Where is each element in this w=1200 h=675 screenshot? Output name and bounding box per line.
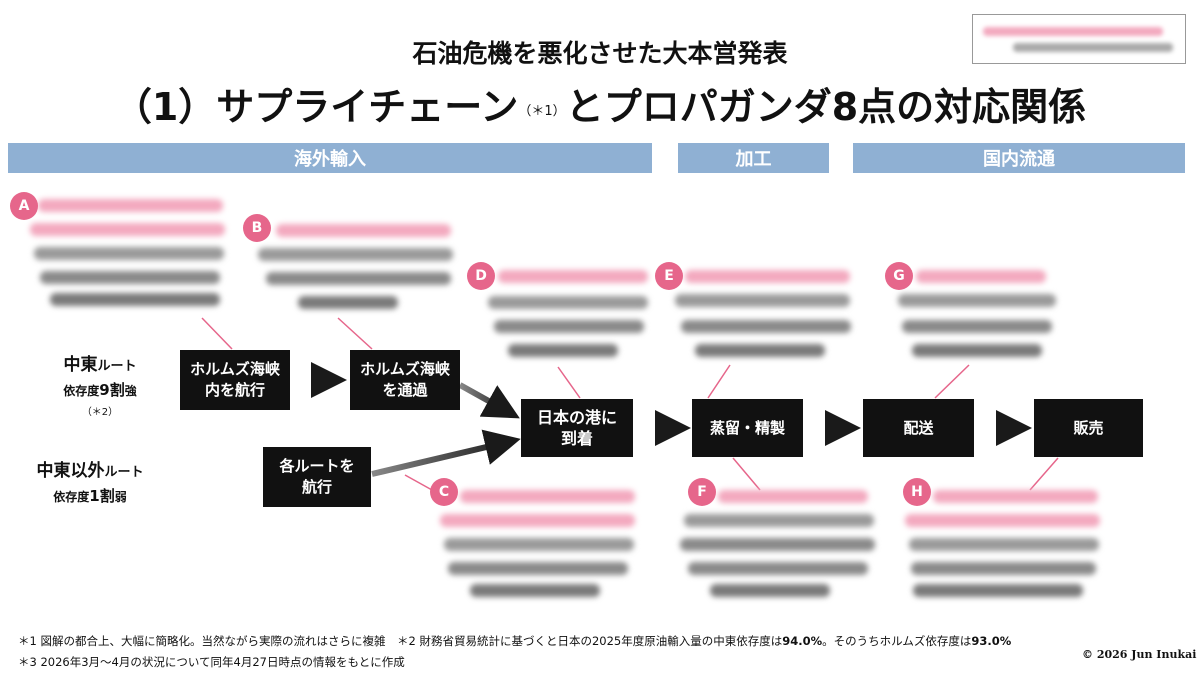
callout-text-f-redacted [680, 484, 880, 602]
route-me-title: 中東 [63, 355, 98, 375]
badge-d: D [467, 262, 495, 290]
box-each-route: 各ルートを 航行 [263, 447, 371, 507]
footnote-1: ＊1 図解の都合上、大幅に簡略化。当然ながら実際の流れはさらに複雑 [18, 634, 386, 648]
badge-f: F [688, 478, 716, 506]
legend-redacted-line [1013, 43, 1173, 52]
box-hormuz-inside: ホルムズ海峡 内を航行 [180, 350, 290, 410]
subtitle-tail: とプロパガンダ8点の対応関係 [565, 85, 1087, 129]
callout-line-g [934, 364, 970, 399]
band-process: 加工 [678, 143, 829, 173]
footnote-1-and-2: ＊1 図解の都合上、大幅に簡略化。当然ながら実際の流れはさらに複雑 ＊2 財務省… [18, 633, 1011, 649]
band-import: 海外輸入 [8, 143, 652, 173]
badge-e: E [655, 262, 683, 290]
box-arrive-japan: 日本の港に 到着 [521, 399, 633, 457]
arrow-other-to-japan [371, 429, 521, 477]
copyright: © 2026 Jun Inukai [1082, 648, 1197, 661]
band-domestic: 国内流通 [853, 143, 1185, 173]
badge-b: B [243, 214, 271, 242]
route-me-share-prefix: 依存度 [63, 384, 100, 398]
box-deliver: 配送 [863, 399, 974, 457]
route-other-share-value: 1割 [89, 487, 115, 505]
callout-text-d-redacted [488, 264, 648, 364]
callout-text-b-redacted [258, 220, 458, 315]
box-refine: 蒸留・精製 [692, 399, 803, 457]
subtitle-main: （1）サプライチェーン [113, 85, 519, 129]
route-label-middle-east: 中東ルート 依存度9割強 （＊2） [30, 350, 170, 418]
callout-line-c [404, 474, 433, 491]
callout-line-d [557, 366, 581, 399]
callout-text-g-redacted [898, 264, 1056, 364]
route-me-share-suffix: 強 [124, 384, 137, 398]
legend-box [972, 14, 1186, 64]
route-other-title: 中東以外 [36, 461, 105, 481]
footnote-3: ＊3 2026年3月～4月の状況について同年4月27日時点の情報をもとに作成 [18, 655, 405, 669]
callout-text-h-redacted [905, 484, 1105, 602]
box-sell: 販売 [1034, 399, 1143, 457]
subtitle-footnote-ref: （＊1） [518, 104, 566, 119]
callout-line-a [201, 317, 233, 350]
legend-redacted-line [983, 27, 1163, 36]
page-subtitle: （1）サプライチェーン（＊1）とプロパガンダ8点の対応関係 [0, 76, 1200, 131]
arrow-pass-to-japan [458, 382, 520, 419]
footnote-2-value-2: 93.0% [971, 634, 1012, 648]
badge-a: A [10, 192, 38, 220]
route-label-other: 中東以外ルート 依存度1割弱 [20, 456, 160, 506]
route-other-suffix: ルート [104, 465, 144, 480]
page-title: 石油危機を悪化させた大本営発表 [412, 39, 788, 68]
callout-text-a-redacted [30, 193, 230, 315]
badge-h: H [903, 478, 931, 506]
callout-line-f [732, 457, 761, 491]
badge-g: G [885, 262, 913, 290]
footnote-2-pre: ＊2 財務省貿易統計に基づくと日本の2025年度原油輸入量の中東依存度は [396, 634, 783, 648]
box-hormuz-pass: ホルムズ海峡 を通過 [350, 350, 460, 410]
callout-line-e [707, 364, 731, 399]
callout-text-e-redacted [675, 264, 855, 364]
route-other-share-prefix: 依存度 [53, 490, 90, 504]
footnote-2-value-1: 94.0% [782, 634, 823, 648]
badge-c: C [430, 478, 458, 506]
callout-line-b [337, 317, 373, 350]
callout-text-c-redacted [440, 484, 640, 602]
route-me-note: （＊2） [81, 407, 119, 418]
route-me-share-value: 9割 [99, 381, 125, 399]
callout-line-h [1029, 457, 1059, 491]
route-other-share-suffix: 弱 [114, 490, 127, 504]
route-me-suffix: ルート [97, 359, 137, 374]
footnote-2-mid: 。そのうちホルムズ依存度は [822, 634, 972, 648]
